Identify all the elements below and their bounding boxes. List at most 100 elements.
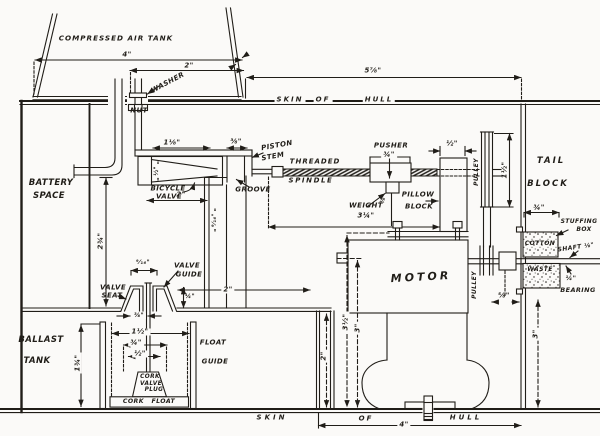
label-dim-14in-guide: ¼" <box>184 293 196 300</box>
ballast-bulkheads <box>315 310 335 410</box>
label-dim-2in-valve: 2" <box>176 190 186 199</box>
label-dim-34in-float: ¾" <box>128 338 144 347</box>
pusher-block <box>369 156 412 227</box>
label-dim-34in-stuffing: ¾" <box>531 203 547 212</box>
label-bicycle-valve-line1: BICYCLE <box>150 184 186 193</box>
label-pillow-block-line2: BLOCK <box>404 202 434 211</box>
label-dim-2-34in-battery: 2¾" <box>96 230 105 252</box>
valve-guide-shape <box>152 285 178 312</box>
bicycle-valve-leader <box>182 182 196 193</box>
label-compressed-air-tank-title: COMPRESSED AIR TANK <box>58 33 174 43</box>
stuffing-box-leader <box>555 229 569 237</box>
float-guide-walls <box>99 321 197 410</box>
label-dim-5-78in-hull: 5⅞" <box>362 66 384 75</box>
label-dim-2in-floor: 2" <box>221 285 235 294</box>
threaded-spindle-bar <box>282 167 504 179</box>
valve-dim-916-line <box>130 267 158 276</box>
label-dim-12in-valve: ½" <box>154 164 161 178</box>
label-groove: GROOVE <box>235 185 271 194</box>
groove-leader <box>235 178 250 188</box>
label-battery-space-line2: SPACE <box>33 190 65 201</box>
shaft-coupling <box>498 251 517 298</box>
label-dim-2in-tank: 2" <box>182 61 196 70</box>
label-ballast-tank-line2: TANK <box>23 355 51 366</box>
valve-seat-leader <box>117 293 127 300</box>
compressed-air-tank-outline <box>32 7 250 101</box>
label-dim-58in-tail: ⅝" <box>498 291 510 300</box>
label-dim-12in-float: ½" <box>132 349 148 358</box>
upper-pulley <box>479 131 495 208</box>
washer-shape <box>128 92 148 99</box>
dim-34in-stuffing-line <box>523 209 560 218</box>
nut-shape <box>127 103 149 112</box>
label-float-guide-line1: FLOAT <box>199 338 227 347</box>
label-waste: WASTE <box>527 266 553 273</box>
hull-skin-top <box>19 100 600 106</box>
label-bicycle-valve-line2: VALVE <box>155 192 183 201</box>
motor-pulley <box>479 245 494 276</box>
label-float-guide-line2: GUIDE <box>201 357 229 366</box>
label-dim-38in-piston: ⅜" <box>228 137 244 146</box>
label-dim-3in-motor: 3" <box>353 321 362 335</box>
label-cork-valve-plug-line2: VALVE <box>140 380 162 387</box>
label-stuffing-box-line2: BOX <box>576 225 592 233</box>
air-pipe-to-valve <box>134 78 143 151</box>
label-skin-of-hull-top-of: OF <box>313 95 333 104</box>
label-dim-916in-cylinder: ⁹⁄₁₆" <box>211 210 218 230</box>
label-valve-guide-line1: VALVE <box>173 261 201 270</box>
label-skin-of-hull-bottom-of: OF <box>358 414 374 423</box>
dim-1-34in-line <box>78 323 101 408</box>
bearing-leader <box>565 265 573 275</box>
stuffing-box-packing <box>515 226 561 295</box>
label-stuffing-box-line1: STUFFING <box>560 218 598 225</box>
label-cotton: COTTON <box>524 240 556 247</box>
label-pulley-upper: PULLEY <box>473 158 480 186</box>
label-cork-valve-plug-line3: PLUG <box>144 387 164 394</box>
dim-2-34in-line <box>99 176 113 307</box>
label-tail-block-line1: TAIL <box>536 155 566 166</box>
label-dim-3-12in-motor: 3½" <box>341 311 350 333</box>
motor-frame <box>346 220 469 241</box>
dim-5-78in-line <box>244 74 523 102</box>
dim-2in-tank-line <box>129 67 245 94</box>
label-bearing: BEARING <box>560 285 596 294</box>
weight-leader <box>366 192 386 208</box>
label-tail-block-line2: BLOCK <box>527 178 569 189</box>
label-valve-guide-line2: GUIDE <box>175 270 203 279</box>
washer-leader <box>146 85 160 95</box>
piston-leader <box>251 152 264 159</box>
hull-skin-bottom <box>0 408 600 414</box>
shaft-leader <box>569 250 579 259</box>
label-threaded-spindle-line1: THREADED <box>289 157 341 166</box>
label-valve-seat-line1: VALVE <box>99 283 127 292</box>
pillow-block-shape <box>425 145 477 233</box>
dim-1-12in-line <box>493 132 514 208</box>
label-threaded-spindle-line2: SPINDLE <box>288 176 334 185</box>
label-dim-1-18in: 1⅛" <box>161 138 183 147</box>
label-valve-seat-line2: SEAT <box>101 291 123 300</box>
valve-guide-leader <box>163 270 179 288</box>
cork-float-shape <box>109 396 190 408</box>
air-pipe-elbow <box>73 78 123 179</box>
label-dim-1-12in-pulley: 1½" <box>500 159 509 181</box>
label-dim-14in-bearing: ¼" <box>565 273 577 282</box>
label-skin-of-hull-top-skin: SKIN <box>274 95 306 104</box>
label-skin-of-hull-top-hull: HULL <box>362 95 396 104</box>
label-pulley-motor: PULLEY <box>471 271 478 299</box>
label-dim-38in-seat: ⅜" <box>131 312 147 319</box>
label-dim-4in-keel: 4" <box>397 420 411 429</box>
label-cork-float: CORK FLOAT <box>122 397 176 405</box>
label-dim-34in-pusher: ¾" <box>381 150 397 159</box>
label-dim-4in-tank: 4" <box>120 50 134 59</box>
label-cork-valve-plug-line1: CORK <box>140 374 160 381</box>
dim-4in-keel-line <box>317 412 522 429</box>
motor-mount-bolt <box>423 395 434 422</box>
ballast-deck <box>21 307 332 312</box>
label-skin-of-hull-bottom-skin: SKIN <box>256 413 288 422</box>
dim-4in-tank-line <box>33 57 243 95</box>
label-dim-2in-bulkhead: 2" <box>319 349 328 363</box>
label-dim-916in-valve: ⁹⁄₁₆" <box>135 259 151 266</box>
label-skin-of-hull-bottom-hull: HULL <box>449 413 483 422</box>
